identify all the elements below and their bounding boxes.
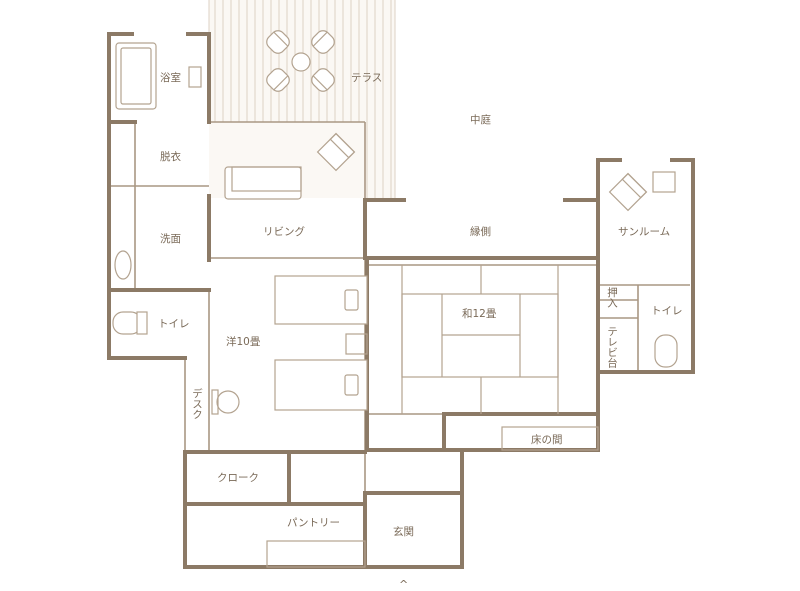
- label-bath: 浴室: [160, 71, 181, 84]
- entrance-marker: ^: [399, 578, 408, 591]
- label-washitsu: 和12畳: [462, 308, 497, 320]
- label-living: リビング: [263, 225, 305, 238]
- label-courtyard: 中庭: [470, 113, 491, 126]
- label-desk: デスク: [191, 387, 203, 419]
- label-closet: 押入: [606, 286, 618, 308]
- label-toilet-west: トイレ: [158, 318, 190, 330]
- label-washroom: 洗面: [160, 233, 181, 245]
- label-cloak: クローク: [217, 472, 259, 484]
- label-genkan: 玄関: [393, 525, 414, 538]
- fixtures: [112, 42, 678, 568]
- patio-furniture: [266, 30, 335, 92]
- label-yoshitsu: 洋10畳: [226, 335, 261, 348]
- label-dressing: 脱衣: [160, 150, 181, 163]
- label-toilet-east: トイレ: [651, 305, 683, 317]
- room-labels: 浴室 テラス 中庭 脱衣 洗面 リビング 縁側 サンルーム トイレ 押入 和12…: [158, 71, 683, 538]
- label-tokonoma: 床の間: [531, 433, 563, 446]
- label-sunroom: サンルーム: [618, 226, 670, 238]
- label-tv-stand: テレビ台: [606, 326, 618, 369]
- label-terrace: テラス: [351, 72, 382, 84]
- walls: [107, 32, 695, 569]
- terrace-decking: [208, 0, 396, 198]
- partitions: [109, 121, 690, 567]
- label-pantry: パントリー: [287, 517, 340, 529]
- label-engawa: 縁側: [470, 225, 491, 238]
